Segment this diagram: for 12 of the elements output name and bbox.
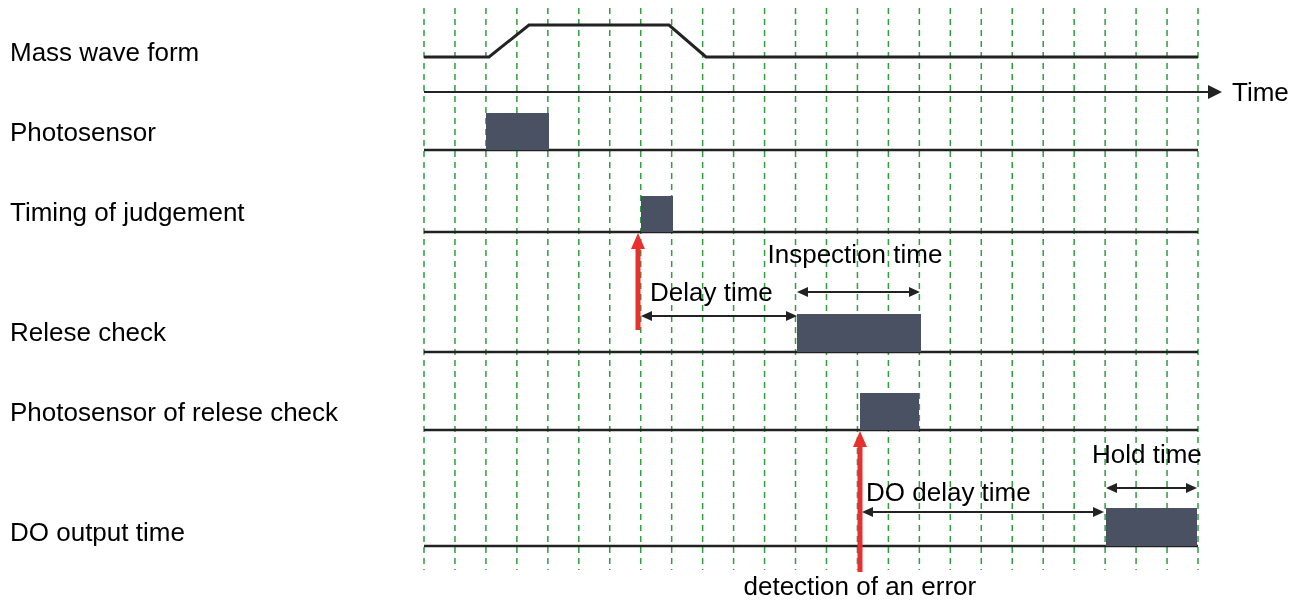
duration-label: DO delay time <box>866 477 1031 507</box>
signal-name: Timing of judgement <box>10 197 245 227</box>
signal-name: Photosensor <box>10 117 156 147</box>
signal-name: Relese check <box>10 317 167 347</box>
signal-name: Mass wave form <box>10 37 200 67</box>
event-label: detection of an error <box>743 571 977 601</box>
duration-label: Inspection time <box>767 239 943 269</box>
signal-name: Photosensor of relese check <box>10 397 339 427</box>
signal-name: DO output time <box>10 517 185 547</box>
axis-label: Time <box>1232 77 1289 107</box>
duration-label: Hold time <box>1092 439 1202 469</box>
duration-label: Delay time <box>650 277 773 307</box>
